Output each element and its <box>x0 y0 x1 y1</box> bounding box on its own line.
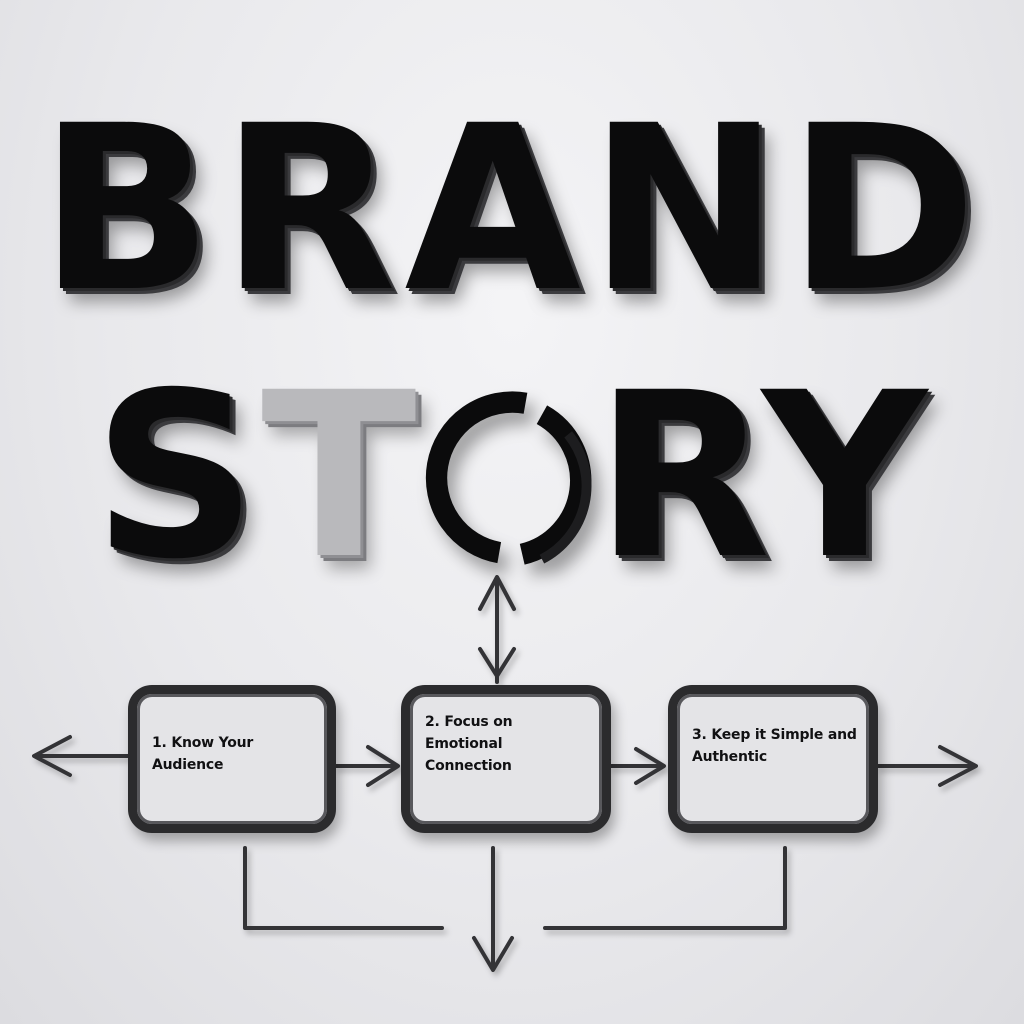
step-label: 2. Focus on Emotional Connection <box>425 714 513 774</box>
step-label: 1. Know Your Audience <box>152 735 254 773</box>
bottom-left-bracket <box>243 846 444 930</box>
right-arrow-head <box>938 745 978 787</box>
step-box-know-your-audience: 1. Know Your Audience <box>128 685 336 833</box>
vertical-double-arrow-top-head <box>478 575 516 611</box>
title-story-letters-ry: RY <box>594 343 932 609</box>
center-down-arrow-head <box>472 936 514 972</box>
title-story-letter-t: T <box>261 343 421 609</box>
title-story: STO RY <box>0 362 1024 590</box>
step-box-focus-on-emotional-connection: 2. Focus on Emotional Connection <box>401 685 611 833</box>
step-box-keep-it-simple-and-authentic: 3. Keep it Simple and Authentic <box>668 685 878 833</box>
arrow-2-to-3-head <box>634 747 666 785</box>
title-story-letter-s: S <box>92 343 262 609</box>
arrow-1-to-2-head <box>366 745 400 787</box>
title-story-letter-o: O <box>425 367 592 566</box>
broken-ring-o-icon <box>425 391 592 566</box>
vertical-double-arrow-bottom-head <box>478 647 516 678</box>
left-arrow-head <box>32 735 72 777</box>
title-brand: BRAND <box>39 76 985 342</box>
bottom-right-bracket <box>543 846 787 930</box>
step-label: 3. Keep it Simple and Authentic <box>692 727 857 765</box>
